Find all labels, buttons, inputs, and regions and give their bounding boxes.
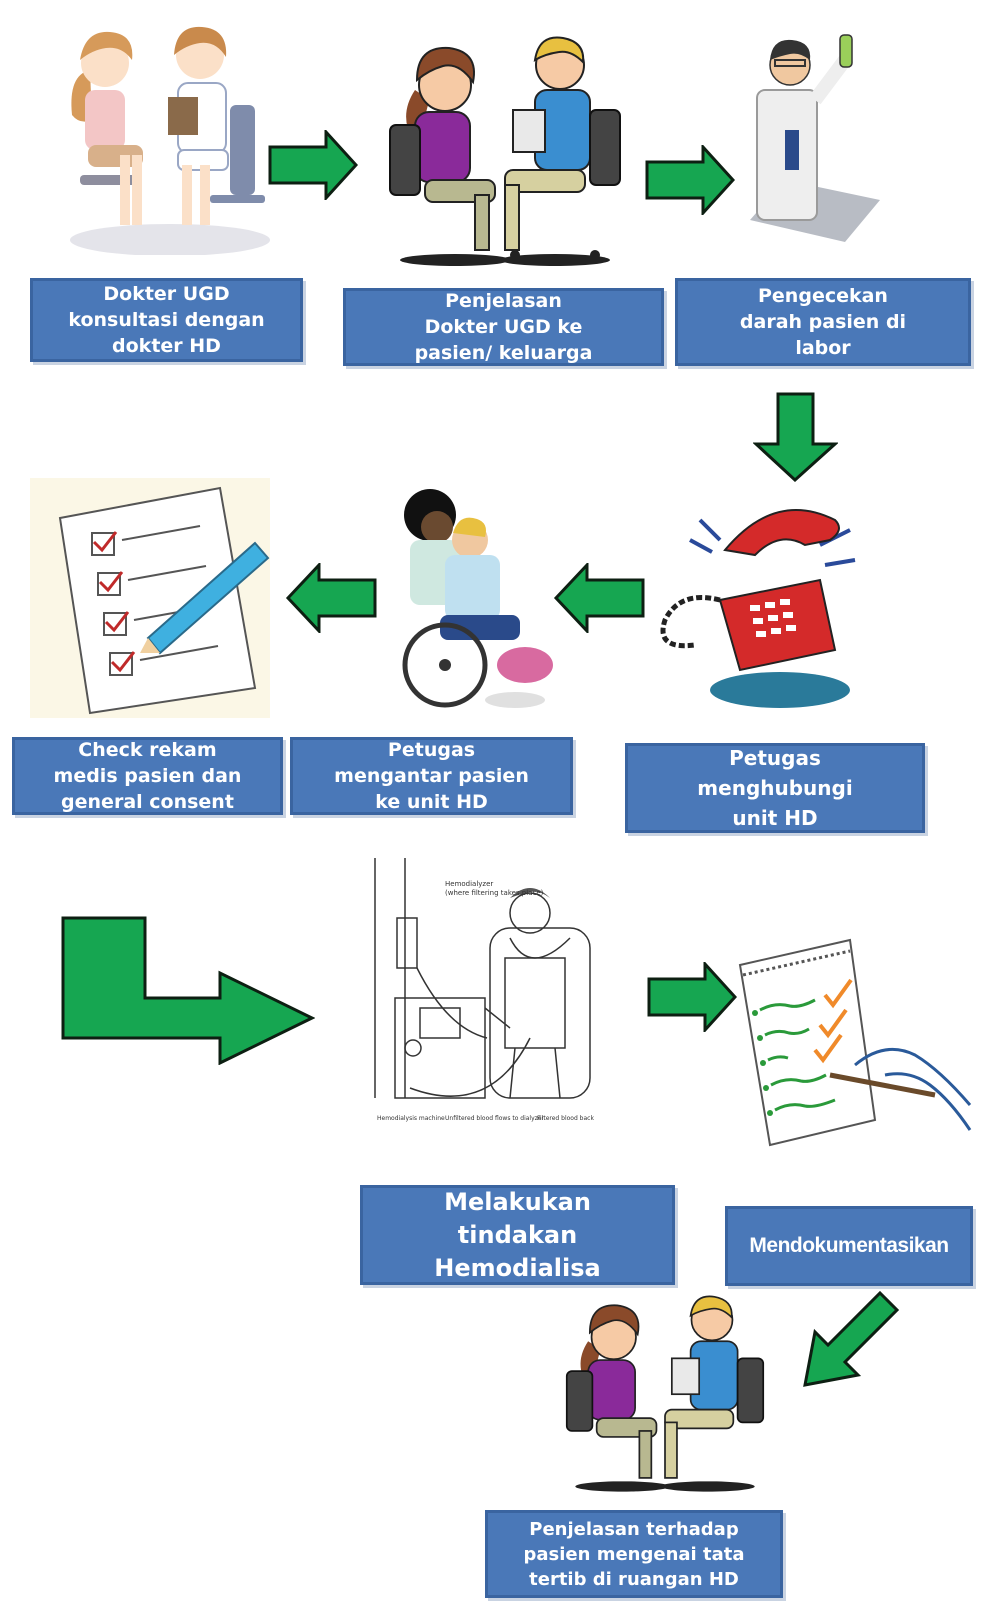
arrow-down	[753, 392, 838, 482]
step-3-box: Pengecekan darah pasien di labor	[675, 278, 971, 366]
step-2-box: Penjelasan Dokter UGD ke pasien/ keluarg…	[343, 288, 664, 366]
telephone-illustration	[660, 509, 856, 708]
doctor-explaining-illustration	[389, 36, 621, 266]
arrow-left-1	[285, 563, 377, 633]
lab-technician-illustration	[750, 34, 880, 242]
hemodialysis-illustration: Hemodialyzer (where filtering takes plac…	[374, 858, 594, 1122]
doctor-explaining-small-illustration	[565, 1295, 765, 1492]
wheelchair-transport-illustration	[402, 489, 553, 708]
step-9-box: Penjelasan terhadap pasien mengenai tata…	[485, 1510, 783, 1598]
step-6-box: Check rekam medis pasien dan general con…	[12, 737, 283, 815]
hemo-label-unfiltered: Unfiltered blood flows to dialyzer	[445, 1115, 544, 1122]
step-8-box: Mendokumentasikan	[725, 1206, 973, 1286]
checklist-illustration	[30, 478, 270, 718]
step-4-box: Petugas menghubungi unit HD	[625, 743, 925, 833]
arrow-diagonal	[803, 1290, 900, 1387]
documentation-illustration	[738, 938, 972, 1147]
hemo-label-top: Hemodialyzer	[445, 880, 493, 888]
arrow-right-3	[647, 962, 737, 1032]
arrow-right-1	[268, 130, 358, 200]
step-7-box: Melakukan tindakan Hemodialisa	[360, 1185, 675, 1285]
hemo-label-top-2: (where filtering takes place)	[445, 889, 544, 897]
step-1-box: Dokter UGD konsultasi dengan dokter HD	[30, 278, 303, 362]
hemo-label-machine: Hemodialysis machine	[377, 1115, 445, 1122]
l-shaped-arrow	[61, 916, 315, 1065]
doctors-consulting-illustration	[70, 26, 270, 255]
step-5-box: Petugas mengantar pasien ke unit HD	[290, 737, 573, 815]
arrow-right-2	[645, 145, 735, 215]
arrow-left-2	[553, 563, 645, 633]
hemo-label-filtered: Filtered blood back	[537, 1115, 594, 1122]
